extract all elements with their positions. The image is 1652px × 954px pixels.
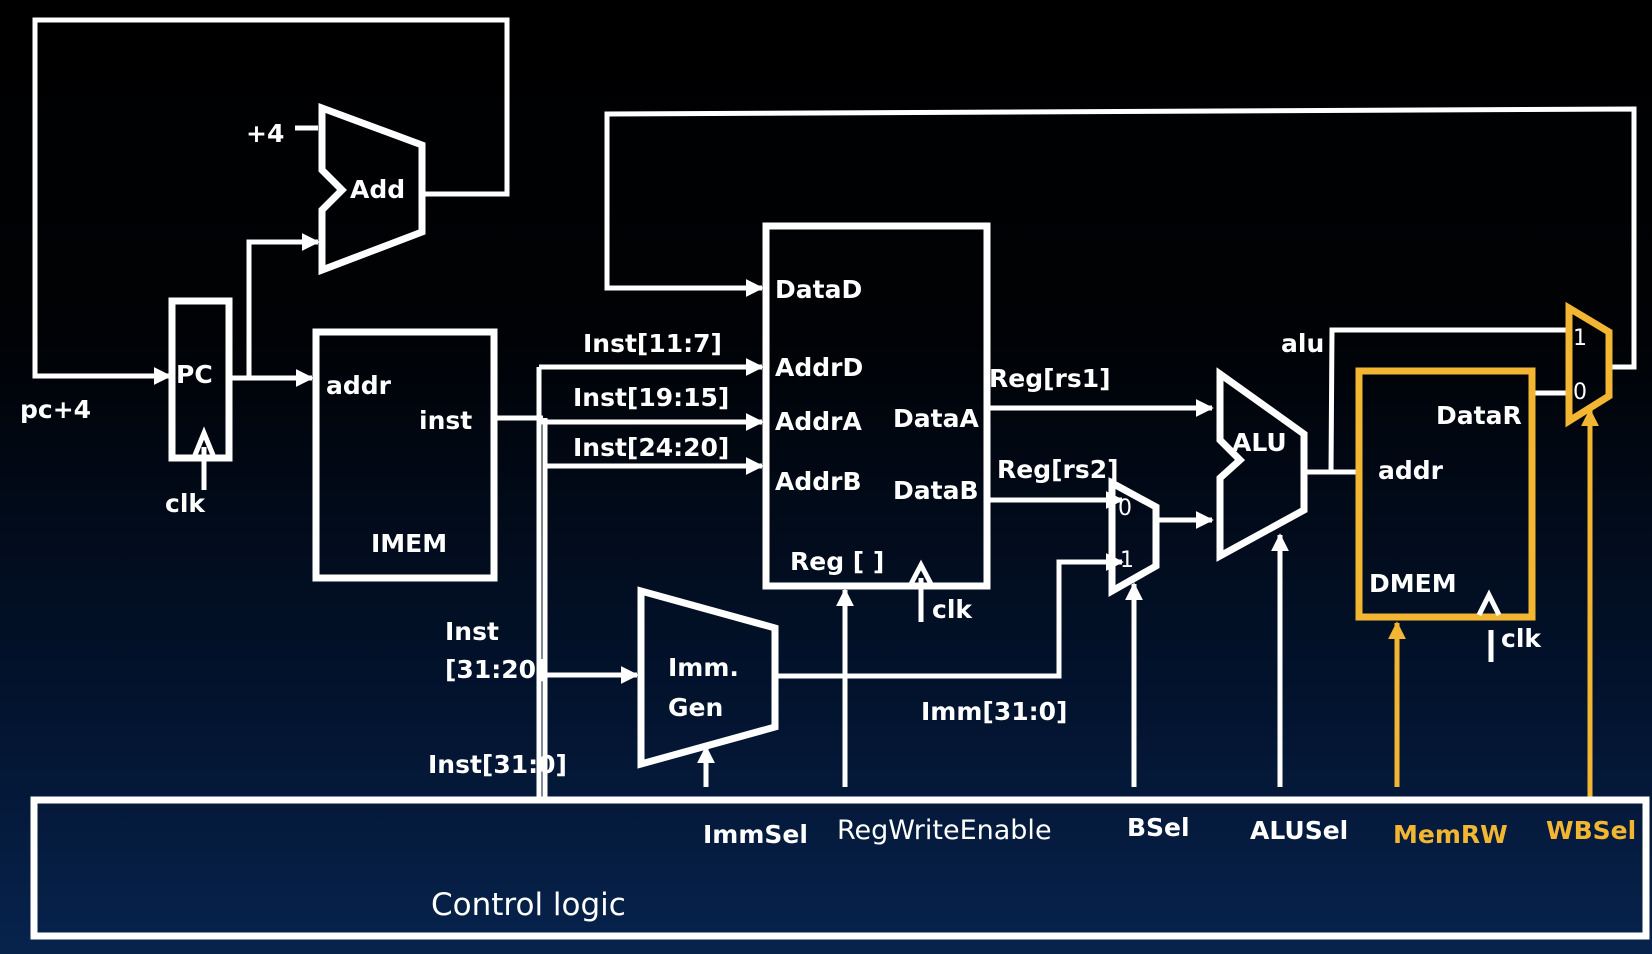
wire-imm-to-mux: [777, 553, 1124, 679]
wbsel-mux: [1565, 301, 1613, 428]
immsel-label: ImmSel: [703, 820, 808, 849]
wire-pc-to-adder: [246, 233, 320, 378]
pc-clock-triangle: [190, 426, 218, 461]
alu-block: [1216, 367, 1308, 562]
pc-plus4-label: pc+4: [20, 395, 91, 424]
immgen-label-1: Imm.: [668, 653, 739, 682]
pc-register: [168, 297, 233, 462]
bsel-mux: [1108, 477, 1160, 598]
datar-label: DataR: [1436, 401, 1522, 430]
alusel-label: ALUSel: [1250, 816, 1348, 845]
memrw-label: MemRW: [1393, 820, 1508, 849]
imem-block: [312, 328, 498, 582]
clk-pc-label: clk: [165, 489, 206, 518]
alu-out-label: alu: [1281, 329, 1324, 358]
reg-rs1-label: Reg[rs1]: [989, 364, 1111, 393]
wires: [32, 17, 1637, 803]
inst-31-0-label: Inst[31:0]: [428, 750, 567, 779]
wbmux-0-label: 0: [1573, 380, 1587, 405]
dmem-clock-triangle: [1476, 589, 1502, 617]
dmem-addr-label: addr: [1378, 456, 1444, 485]
blocks: [30, 102, 1650, 940]
imem-inst-label: inst: [419, 406, 472, 435]
plus4-label: +4: [246, 119, 284, 148]
labels: PC Add IMEM Reg [ ] Imm. Gen ALU DMEM Co…: [20, 119, 1636, 923]
bsel-label: BSel: [1127, 813, 1190, 842]
control-logic-label: Control logic: [431, 887, 626, 923]
control-logic-block: [30, 796, 1650, 940]
adder-block: [318, 102, 426, 276]
immgen-block: [637, 586, 779, 769]
clk-reg-label: clk: [932, 595, 973, 624]
inst-11-7-label: Inst[11:7]: [583, 329, 722, 358]
inst-31-20-label-1: Inst: [445, 617, 499, 646]
wire-alu-to-wbmux: [1328, 327, 1568, 473]
adder-label: Add: [350, 175, 405, 204]
addrd-label: AddrD: [775, 353, 863, 382]
clk-dmem-label: clk: [1501, 624, 1542, 653]
reg-rs2-label: Reg[rs2]: [997, 455, 1119, 484]
dmem-label: DMEM: [1369, 569, 1457, 598]
regfile-label: Reg [ ]: [790, 547, 884, 576]
wbsel-label: WBSel: [1546, 816, 1636, 845]
dmem-block: [1355, 367, 1536, 621]
inst-19-15-label: Inst[19:15]: [573, 383, 729, 412]
immgen-label-2: Gen: [668, 693, 723, 722]
register-file: [762, 222, 991, 590]
datab-label: DataB: [893, 476, 979, 505]
addrb-label: AddrB: [775, 467, 862, 496]
pc-label: PC: [176, 360, 213, 389]
wire-pc-plus4-loop: [32, 17, 510, 385]
bmux-1-label: 1: [1120, 548, 1134, 573]
dataa-label: DataA: [893, 404, 979, 433]
regwriteenable-label: RegWriteEnable: [837, 815, 1052, 846]
alu-label: ALU: [1232, 428, 1287, 457]
imem-label: IMEM: [371, 529, 447, 558]
regfile-clock-triangle: [908, 559, 934, 586]
imem-addr-label: addr: [326, 371, 392, 400]
inst-24-20-label: Inst[24:20]: [573, 433, 729, 462]
addra-label: AddrA: [775, 407, 862, 436]
bmux-0-label: 0: [1118, 496, 1132, 521]
imm-31-0-label: Imm[31:0]: [921, 697, 1067, 726]
wire-writeback-loop: [604, 106, 1637, 370]
datad-label: DataD: [775, 275, 862, 304]
wbmux-1-label: 1: [1573, 326, 1587, 351]
inst-31-20-label-2: [31:20]: [445, 655, 547, 684]
